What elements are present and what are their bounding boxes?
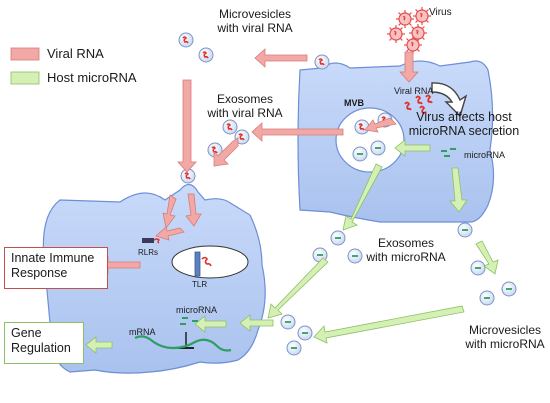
virus-label: Virus [429,7,452,18]
legend-host-swatch [10,71,40,85]
microrna-host-label: microRNA [464,150,506,160]
legend-host-label: Host microRNA [47,70,137,85]
tlr-receptor [194,251,201,277]
mrna-label: mRNA [129,327,156,337]
innate-immune-response-box: Innate Immune Response [4,247,108,289]
endosome [171,245,249,279]
legend-viral-label: Viral RNA [47,46,104,61]
gene-regulation-box: Gene Regulation [4,322,84,364]
viral-rna-inside-label: Viral RNA [394,86,434,96]
exosomes-microrna-label: Exosomes with microRNA [366,236,446,264]
microvesicles-viral-label: Microvesicles with viral RNA [217,7,293,35]
microvesicles-microrna-label: Microvesicles with microRNA [465,323,545,351]
legend-viral-swatch [10,47,40,61]
rlrs-label: RLRs [138,248,159,257]
rlrs-receptor [142,238,154,243]
mvb-label: MVB [344,98,364,108]
mvb-body [335,107,405,173]
exosomes-viral-label: Exosomes with viral RNA [207,92,283,120]
microrna-recipient-label: microRNA [176,305,218,315]
virus-affects-label: Virus affects host microRNA secretion [408,110,520,138]
tlr-label: TLR [192,280,208,289]
